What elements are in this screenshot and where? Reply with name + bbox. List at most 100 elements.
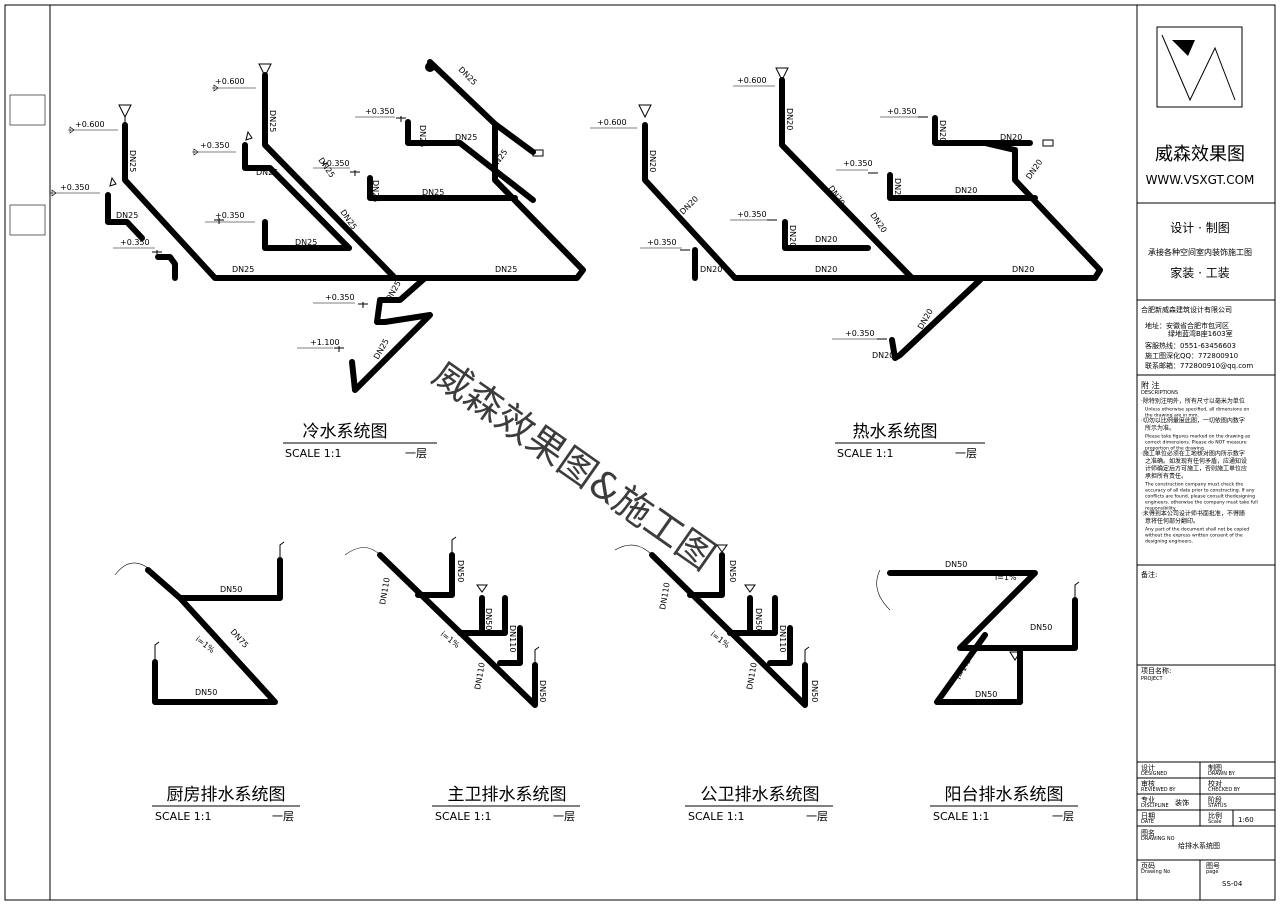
svg-text:CHECKED BY: CHECKED BY bbox=[1208, 787, 1241, 793]
svg-text:DN110: DN110 bbox=[508, 625, 517, 652]
kitchen-top-pipe bbox=[145, 557, 283, 601]
water-heater-icon bbox=[1042, 139, 1054, 147]
trap-icon bbox=[154, 641, 160, 662]
cold-water-title: 冷水系统图 bbox=[303, 422, 388, 442]
binding-stamp-bottom bbox=[9, 204, 46, 236]
svg-text:DN25: DN25 bbox=[256, 168, 278, 177]
svg-text:SCALE 1:1: SCALE 1:1 bbox=[155, 810, 211, 823]
svg-text:施工图深化QQ：772800910: 施工图深化QQ：772800910 bbox=[1145, 351, 1238, 360]
cold-branch-5 bbox=[367, 175, 518, 201]
note-line: Please take figures marked on the drawin… bbox=[1145, 434, 1251, 440]
svg-text:+0.350: +0.350 bbox=[320, 159, 350, 168]
svg-text:DN25: DN25 bbox=[232, 265, 254, 274]
svg-text:DN50: DN50 bbox=[945, 560, 967, 569]
svg-text:DN20: DN20 bbox=[893, 178, 902, 200]
note-line: ·除特别注明外，所有尺寸以毫米为单位 bbox=[1141, 397, 1245, 405]
svg-text:DN25: DN25 bbox=[268, 110, 277, 132]
faucet-icon bbox=[109, 176, 117, 187]
note-line: 承担所有责任。 bbox=[1145, 472, 1187, 480]
note-line: 意将任何部分翻印。 bbox=[1145, 517, 1199, 525]
svg-text:客服热线：0551-63456603: 客服热线：0551-63456603 bbox=[1145, 341, 1236, 350]
svg-text:DN20: DN20 bbox=[872, 351, 894, 360]
cold-down-pipe bbox=[349, 275, 433, 393]
shower-head-icon bbox=[775, 67, 789, 82]
master-bath-drain-diagram: DN110 DN50 DN50 DN110 DN110 DN50 i=1% bbox=[344, 536, 547, 708]
svg-text:审核: 审核 bbox=[1141, 779, 1155, 788]
svg-text:威森效果图: 威森效果图 bbox=[1155, 144, 1245, 165]
svg-text:STATUS: STATUS bbox=[1208, 803, 1227, 809]
note-line: Any part of the document shall not be co… bbox=[1145, 527, 1249, 533]
cut-line bbox=[344, 547, 381, 556]
svg-text:+0.600: +0.600 bbox=[597, 118, 627, 127]
note-line: correct dimensions. Please do NOT measur… bbox=[1145, 440, 1247, 446]
svg-text:i=1%: i=1% bbox=[995, 573, 1017, 582]
trap-icon bbox=[279, 541, 285, 560]
cold-water-diagram: +0.600 +0.600 +0.350 +0.350 +0.350 +0.35… bbox=[50, 59, 586, 393]
public-main-pipe bbox=[649, 552, 808, 708]
svg-text:DN20: DN20 bbox=[938, 120, 947, 142]
note-line: ·切勿以比例量度此图，一切依图内数字 bbox=[1141, 417, 1245, 425]
svg-text:+0.350: +0.350 bbox=[120, 238, 150, 247]
faucet-icon bbox=[334, 346, 344, 352]
svg-text:DN20: DN20 bbox=[785, 108, 794, 130]
cold-branch-4 bbox=[262, 219, 352, 251]
kitchen-drain-diagram: DN50 DN50 DN75 i=1% bbox=[114, 541, 285, 705]
water-heater-icon bbox=[532, 149, 544, 157]
svg-text:SS-04: SS-04 bbox=[1222, 880, 1243, 888]
public-branch-2 bbox=[727, 595, 753, 636]
svg-text:+0.350: +0.350 bbox=[647, 238, 677, 247]
svg-text:DESCRIPTIONS: DESCRIPTIONS bbox=[1141, 390, 1178, 396]
svg-text:备注:: 备注: bbox=[1141, 570, 1157, 579]
svg-text:地址：安徽省合肥市包河区: 地址：安徽省合肥市包河区 bbox=[1145, 321, 1229, 330]
svg-text:+0.350: +0.350 bbox=[887, 107, 917, 116]
svg-text:1:60: 1:60 bbox=[1238, 816, 1254, 824]
faucet-icon bbox=[396, 116, 406, 122]
note-line: ·未得到本公司设计师书面批准，不得随 bbox=[1141, 510, 1245, 518]
outer-frame bbox=[4, 4, 1276, 901]
binding-stamp-top bbox=[9, 94, 46, 126]
elevation-markers bbox=[50, 84, 395, 349]
svg-text:DN50: DN50 bbox=[456, 560, 465, 582]
svg-text:Drawing No: Drawing No bbox=[1141, 869, 1170, 875]
hot-main-pipe bbox=[642, 122, 1103, 281]
hot-branch-3 bbox=[887, 172, 1038, 201]
svg-text:SCALE 1:1: SCALE 1:1 bbox=[285, 447, 341, 460]
cut-line bbox=[876, 569, 891, 611]
svg-text:+0.350: +0.350 bbox=[843, 159, 873, 168]
balcony-drain-title: 阳台排水系统图 bbox=[945, 785, 1064, 805]
master-branch-1 bbox=[415, 552, 455, 598]
floor-drain-icon bbox=[476, 584, 488, 593]
svg-text:DN20: DN20 bbox=[955, 186, 977, 195]
logo-frame bbox=[1156, 26, 1243, 108]
svg-text:DN110: DN110 bbox=[378, 577, 392, 606]
svg-text:一层: 一层 bbox=[553, 810, 575, 823]
master-branch-3 bbox=[479, 595, 508, 636]
cold-main-pipe bbox=[122, 59, 586, 281]
svg-text:DN25: DN25 bbox=[128, 150, 137, 172]
svg-text:联系邮箱：772800910@qq.com: 联系邮箱：772800910@qq.com bbox=[1145, 361, 1253, 370]
svg-text:专业: 专业 bbox=[1141, 795, 1155, 804]
svg-text:+0.600: +0.600 bbox=[737, 76, 767, 85]
cut-line bbox=[114, 562, 149, 576]
public-branch-3 bbox=[747, 595, 778, 636]
svg-text:DN110: DN110 bbox=[778, 625, 787, 652]
svg-text:附 注: 附 注 bbox=[1141, 380, 1160, 390]
svg-text:设计 · 制图: 设计 · 制图 bbox=[1170, 221, 1229, 235]
svg-text:校对: 校对 bbox=[1208, 779, 1222, 788]
svg-text:DN25: DN25 bbox=[455, 133, 477, 142]
svg-text:DN25: DN25 bbox=[418, 125, 427, 147]
cold-branch-6 bbox=[405, 119, 536, 203]
public-branch-4 bbox=[767, 625, 793, 666]
svg-text:一层: 一层 bbox=[405, 447, 427, 460]
diagram-titles: 冷水系统图 SCALE 1:1 一层 热水系统图 SCALE 1:1 一层 厨房… bbox=[152, 422, 1078, 823]
svg-text:REVIEWED BY: REVIEWED BY bbox=[1141, 787, 1176, 793]
floor-drain-icon bbox=[716, 544, 728, 553]
trap-icon bbox=[451, 536, 457, 555]
svg-text:设计: 设计 bbox=[1141, 763, 1155, 772]
svg-text:给排水系统图: 给排水系统图 bbox=[1178, 841, 1220, 850]
svg-text:项目名称:: 项目名称: bbox=[1141, 666, 1171, 675]
hot-riser bbox=[779, 77, 915, 281]
svg-text:DN20: DN20 bbox=[1024, 158, 1044, 181]
svg-text:DATE: DATE bbox=[1141, 819, 1154, 825]
cut-line bbox=[614, 544, 653, 556]
